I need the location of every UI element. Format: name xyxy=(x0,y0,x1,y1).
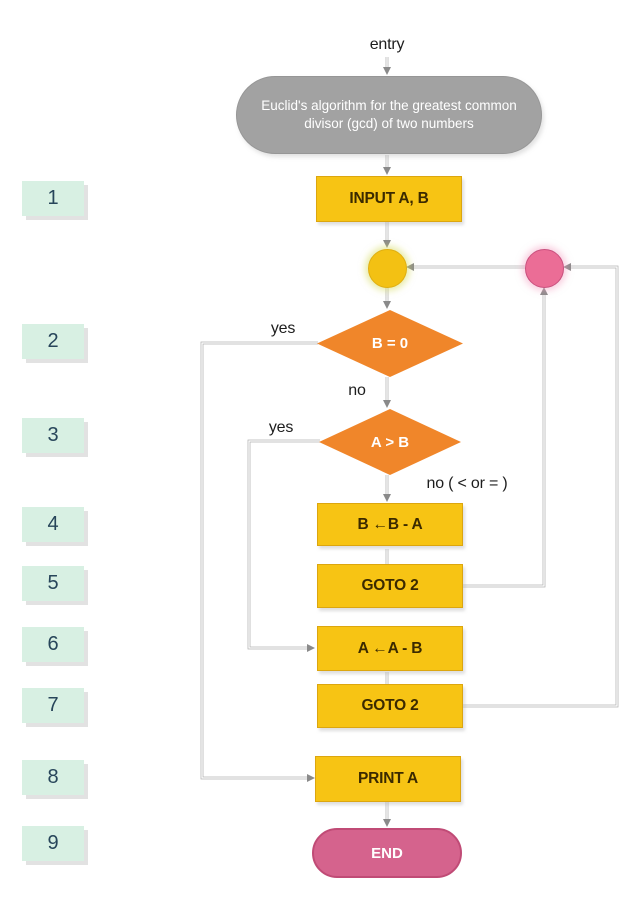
edge-goto2-pinkjunction-core xyxy=(463,266,618,707)
assign-b-process: B ←B - A xyxy=(317,503,463,546)
row-number-9: 9 xyxy=(22,826,84,861)
assign-a-process: A ←A - B xyxy=(317,626,463,671)
row-number-6: 6 xyxy=(22,627,84,662)
arrowhead-into-assignb xyxy=(383,494,391,502)
row-number-7: 7 xyxy=(22,688,84,723)
edge-agtb-yes-assigna xyxy=(247,439,320,650)
edge-goto1-pinkjunction xyxy=(463,291,546,588)
edge-b0-yes-print-core xyxy=(201,342,318,779)
print-process-label: PRINT A xyxy=(357,770,419,787)
end-terminator-label: END xyxy=(371,844,403,862)
assign-a-label: A ←A - B xyxy=(357,639,423,657)
edge-b0-yes-print xyxy=(200,341,318,780)
arrowhead-into-print xyxy=(307,774,315,782)
decision-a-greater-b-label: A > B xyxy=(370,433,410,451)
end-terminator: END xyxy=(312,828,462,878)
decision-b-equals-0-label: B = 0 xyxy=(371,335,409,352)
edge-goto1-pinkjunction-core xyxy=(463,291,545,587)
arrowhead-into-end xyxy=(383,819,391,827)
arrowhead-into-yellow-junction xyxy=(383,240,391,248)
b0-yes-label: yes xyxy=(270,320,296,337)
arrowhead-into-start xyxy=(383,67,391,75)
row-number-2: 2 xyxy=(22,324,84,359)
yellow-junction-connector xyxy=(368,249,407,288)
arrowhead-into-agtb xyxy=(383,400,391,408)
pink-junction-connector xyxy=(525,249,564,288)
row-number-3: 3 xyxy=(22,418,84,453)
goto2-first-label: GOTO 2 xyxy=(361,577,419,594)
arrowhead-into-pink-right xyxy=(563,263,571,271)
arrowhead-into-b0 xyxy=(383,301,391,309)
goto2-first-process: GOTO 2 xyxy=(317,564,463,608)
arrowhead-into-yellow-right xyxy=(406,263,414,271)
arrowhead-into-pink-bottom xyxy=(540,287,548,295)
arrowhead-into-assigna xyxy=(307,644,315,652)
agtb-yes-label: yes xyxy=(268,419,294,436)
row-number-8: 8 xyxy=(22,760,84,795)
b0-no-label: no xyxy=(348,382,366,399)
input-process: INPUT A, B xyxy=(316,176,462,222)
start-terminator: Euclid's algorithm for the greatest comm… xyxy=(236,76,542,154)
goto2-second-process: GOTO 2 xyxy=(317,684,463,728)
row-number-4: 4 xyxy=(22,507,84,542)
start-terminator-label: Euclid's algorithm for the greatest comm… xyxy=(261,98,517,131)
arrowhead-into-input xyxy=(383,167,391,175)
agtb-no-label: no ( < or = ) xyxy=(426,475,508,492)
input-process-label: INPUT A, B xyxy=(349,190,429,207)
goto2-second-label: GOTO 2 xyxy=(361,697,419,714)
edge-agtb-yes-assigna-core xyxy=(248,440,320,649)
row-number-1: 1 xyxy=(22,181,84,216)
entry-label: entry xyxy=(369,36,405,53)
arrowheads xyxy=(307,67,571,827)
assign-b-label: B ←B - A xyxy=(357,515,423,533)
print-process: PRINT A xyxy=(315,756,461,802)
row-number-5: 5 xyxy=(22,566,84,601)
